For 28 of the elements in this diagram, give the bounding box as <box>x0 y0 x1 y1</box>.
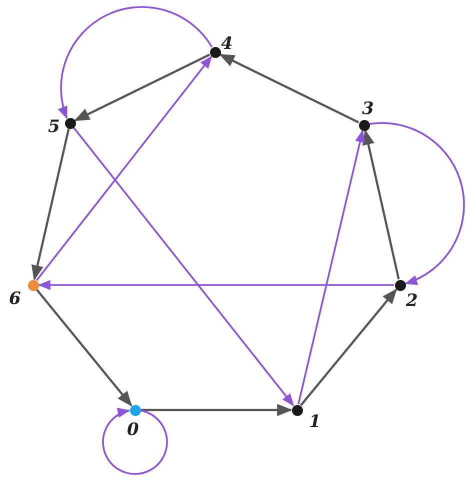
curved-arrow <box>370 122 465 284</box>
arrow <box>298 130 365 404</box>
vertex-label: 5 <box>48 119 60 136</box>
arrow <box>73 127 294 406</box>
vertex-dot <box>394 280 406 290</box>
arrow <box>300 288 398 406</box>
vertex-label: 1 <box>309 414 321 431</box>
arrow <box>36 288 132 407</box>
arrow <box>31 128 70 281</box>
vertex-dot <box>28 280 38 290</box>
arrow <box>74 54 210 122</box>
vertex-dot <box>210 46 220 58</box>
curved-arrow <box>58 6 213 120</box>
self-loop-arrow <box>102 408 168 475</box>
vertex-label: 0 <box>127 422 139 439</box>
vertex-label: 6 <box>9 291 21 308</box>
arrow <box>141 404 293 416</box>
arrow <box>362 129 400 280</box>
vertex-dot <box>358 120 370 130</box>
vertex-dot <box>64 118 76 128</box>
arrow <box>36 56 212 281</box>
arrow <box>219 54 360 124</box>
vertex-dot <box>130 404 140 416</box>
vertex-dot <box>292 404 302 416</box>
arrow <box>38 280 394 290</box>
vertex-label: 3 <box>362 101 374 118</box>
vertex-label: 4 <box>221 36 233 53</box>
vertex-label: 2 <box>406 293 418 310</box>
